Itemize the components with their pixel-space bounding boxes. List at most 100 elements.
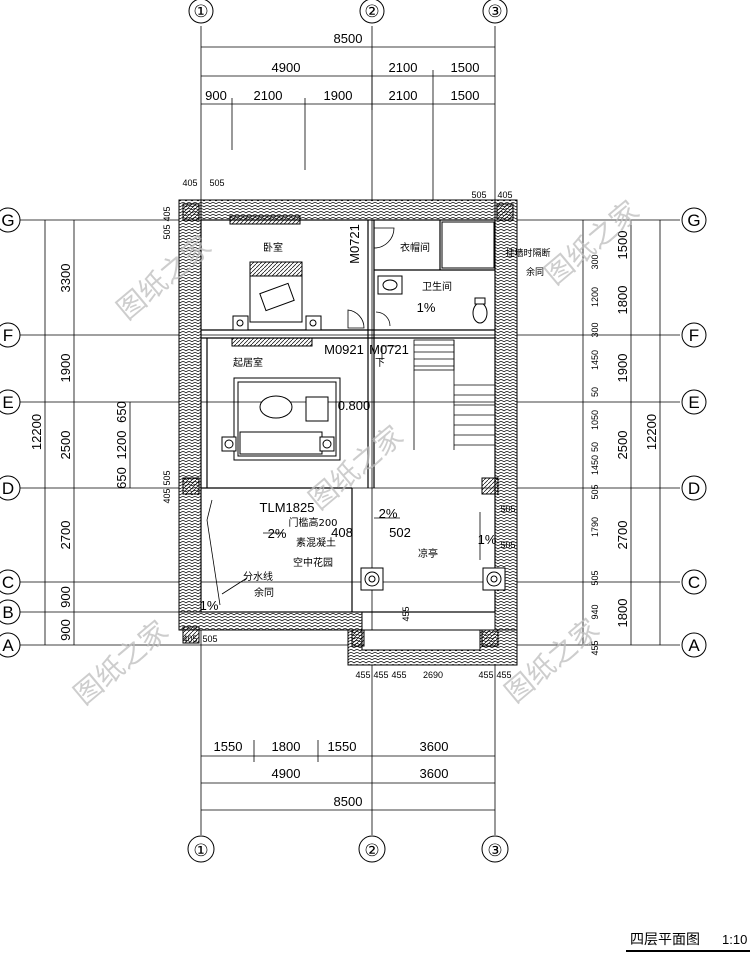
svg-text:G: G [687,211,700,230]
dim-bottom-2-b: 3600 [420,766,449,781]
dim-top-3-e: 1500 [451,88,480,103]
right-inner-dims: 300 1200 300 1450 50 1050 50 1450 505 17… [590,254,600,655]
label-hanging: 挂墙时隔断 [505,247,550,258]
dim-bottom-total: 8500 [334,794,363,809]
pavilion-columns [360,567,506,591]
right-dimensions [582,220,661,645]
axis-grid-lines [20,26,680,835]
svg-text:505: 505 [590,484,600,499]
svg-text:E: E [2,393,13,412]
svg-text:C: C [2,573,14,592]
shower-partition [441,221,495,269]
dim-top-3-d: 2100 [389,88,418,103]
dim-left-inner-2: 1200 [114,431,129,460]
svg-text:③: ③ [487,2,502,21]
garden-slope: 2% [268,526,287,541]
dim-left-mid-2: 1900 [58,354,73,383]
side-slope: 1% [478,532,497,547]
toilet-icon [472,297,488,324]
svg-text:405: 405 [182,634,197,644]
top-dimensions [201,46,495,200]
svg-text:2690: 2690 [423,670,443,680]
axis-rows-right: G F E D C A [681,207,707,658]
label-same: 余同 [254,586,274,599]
axis-column-1-bottom: ① [187,835,215,863]
dim-left-total: 12200 [29,414,44,450]
dim-top-total: 8500 [334,31,363,46]
svg-text:455: 455 [590,640,600,655]
label-concrete: 素混凝土 [296,536,336,549]
svg-text:455: 455 [373,670,388,680]
dim-top-3-a: 900 [205,88,227,103]
svg-text:C: C [688,573,700,592]
svg-text:505: 505 [209,178,224,188]
svg-text:455: 455 [496,670,511,680]
room-label-bedroom: 卧室 [263,241,283,254]
door-m0721-a: M0721 [347,224,362,264]
level-mark: 0.800 [338,398,371,413]
tv-cabinet-icon [231,337,313,347]
svg-text:505: 505 [162,470,172,485]
svg-text:502: 502 [389,525,411,540]
door-m0921: M0921 [324,342,364,357]
dim-bottom-1-c: 1550 [328,739,357,754]
svg-text:408: 408 [331,525,353,540]
svg-text:505: 505 [202,634,217,644]
left-dimensions [44,220,131,645]
svg-text:405: 405 [182,178,197,188]
svg-text:③: ③ [487,841,502,860]
svg-text:940: 940 [590,604,600,619]
svg-text:505: 505 [162,224,172,239]
dim-bottom-2-a: 4900 [272,766,301,781]
svg-text:1050: 1050 [590,410,600,430]
building-parapet [178,199,518,666]
svg-text:②: ② [364,2,379,21]
stair-down-label: 下 [375,358,385,369]
drawing-title-scale: 1:10 [722,932,747,947]
dim-top-2-b: 2100 [389,60,418,75]
svg-text:1450: 1450 [590,455,600,475]
dim-left-mid-1: 3300 [58,264,73,293]
dim-top-2-c: 1500 [451,60,480,75]
axis-column-3-top: ③ [482,0,508,24]
dim-right-total: 12200 [644,414,659,450]
svg-text:505: 505 [500,504,515,514]
svg-text:455: 455 [401,606,411,621]
svg-text:①: ① [193,2,208,21]
svg-text:D: D [688,479,700,498]
dim-left-mid-4: 2700 [58,521,73,550]
svg-text:G: G [1,211,14,230]
axis-column-3-bottom: ③ [481,835,509,863]
svg-text:455: 455 [478,670,493,680]
svg-text:300: 300 [590,254,600,269]
drawing-title: 四层平面图 1:10 [626,932,750,952]
b-slope: 1% [200,598,219,613]
dim-top-3-c: 1900 [324,88,353,103]
dim-right-mid-5: 2700 [615,521,630,550]
svg-text:D: D [2,479,14,498]
svg-text:1200: 1200 [590,287,600,307]
axis-column-2-top: ② [359,0,385,24]
small-dims: 405 505 505 405 405 505 505 405 405 505 … [162,178,516,680]
dim-bottom-1-d: 3600 [420,739,449,754]
svg-text:505: 505 [471,190,486,200]
bath-slope: 1% [417,300,436,315]
dim-left-mid-5: 900 [58,586,73,608]
svg-text:A: A [688,636,700,655]
dim-right-mid-6: 1800 [615,599,630,628]
svg-text:50: 50 [590,387,600,397]
svg-text:455: 455 [355,670,370,680]
axis-column-2-bottom: ② [358,835,386,863]
door-m0721-b: M0721 [369,342,409,357]
dim-left-inner-1: 650 [114,401,129,423]
svg-text:405: 405 [162,206,172,221]
window-tlm1825: TLM1825 [260,500,315,515]
sofa-set-icon [221,377,341,461]
room-label-bathroom: 卫生间 [422,280,452,293]
label-parapet: 门槛高200 [288,516,337,529]
svg-text:1450: 1450 [590,350,600,370]
dim-left-inner-3: 650 [114,467,129,489]
drawing-title-name: 四层平面图 [630,932,700,948]
pavilion-slope: 2% [379,506,398,521]
